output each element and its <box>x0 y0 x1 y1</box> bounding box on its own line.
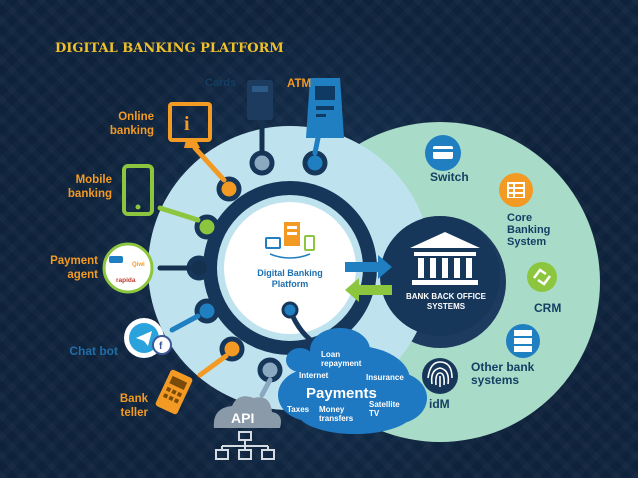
bank-teller-label-1: Bank <box>120 393 149 405</box>
core-banking-label-1: Core <box>507 212 532 224</box>
api-label: API <box>231 410 254 426</box>
cards-icon <box>247 80 273 120</box>
loan-label-2: repayment <box>321 359 362 368</box>
payment-agent-icon: Qiwi rapida <box>102 242 154 294</box>
payments-cloud <box>278 328 427 434</box>
exchange-arrows-icon <box>345 255 392 302</box>
slide-title: DIGITAL BANKING PLATFORM <box>55 41 284 56</box>
online-banking-label-1: Online <box>118 111 154 123</box>
crm-icon <box>527 262 557 292</box>
bank-teller-label-2: teller <box>121 407 149 419</box>
agent-logo-rapida: rapida <box>116 277 136 284</box>
knob-cards <box>249 150 275 176</box>
bank-teller-icon <box>155 369 193 415</box>
mobile-banking-label-2: banking <box>68 188 112 200</box>
internet-label: Internet <box>299 371 329 380</box>
switch-label: Switch <box>430 170 469 184</box>
platform-center <box>224 202 356 334</box>
chat-bot-label: Chat bot <box>69 344 118 358</box>
crm-label: CRM <box>534 301 561 315</box>
mobile-banking-label-1: Mobile <box>76 174 112 186</box>
money-transfers-label-1: Money <box>319 405 345 414</box>
svg-text:f: f <box>159 341 163 352</box>
svg-text:i: i <box>184 113 190 135</box>
satellite-tv-label-1: Satellite <box>369 400 400 409</box>
online-banking-label-2: banking <box>110 125 154 137</box>
fingerprint-icon <box>422 358 458 394</box>
back-office-label-2: SYSTEMS <box>427 302 466 311</box>
back-office-label-1: BANK BACK OFFICE <box>406 292 487 301</box>
payment-agent-label-2: agent <box>67 269 98 281</box>
other-systems-label-2: systems <box>471 373 519 387</box>
switch-icon <box>425 135 461 171</box>
loan-label-1: Loan <box>321 350 340 359</box>
money-transfers-label-2: transfers <box>319 414 354 423</box>
payment-agent-label-1: Payment <box>50 255 98 267</box>
idm-label: idM <box>429 397 450 411</box>
agent-logo-qiwi: Qiwi <box>132 262 145 268</box>
insurance-label: Insurance <box>366 373 404 382</box>
back-office-disc <box>380 216 500 336</box>
cards-label: Cards <box>205 77 236 89</box>
api-icon: API <box>213 396 281 460</box>
server-icon <box>506 324 540 358</box>
knob-api <box>257 357 283 383</box>
other-systems-label-1: Other bank <box>471 360 535 374</box>
platform-label-1: Digital Banking <box>257 268 323 278</box>
payments-knob <box>281 301 299 319</box>
online-banking-icon: i <box>168 102 212 148</box>
chat-bot-icon: f <box>124 318 172 358</box>
digital-platform-icon <box>265 222 315 259</box>
atm-label: ATM <box>287 78 311 90</box>
atm-icon <box>306 78 344 138</box>
platform-label-2: Platform <box>272 279 309 289</box>
taxes-label: Taxes <box>287 405 310 414</box>
payments-title: Payments <box>306 385 377 402</box>
satellite-tv-label-2: TV <box>369 409 380 418</box>
knob-mobile <box>194 214 220 240</box>
core-banking-label-2: Banking <box>507 224 550 236</box>
knob-chat-bot <box>194 298 220 324</box>
knob-online <box>216 176 242 202</box>
core-banking-icon <box>499 173 533 207</box>
core-banking-label-3: System <box>507 236 546 248</box>
mobile-banking-icon <box>122 164 154 216</box>
knob-payment-agent <box>186 255 212 281</box>
knob-atm <box>302 150 328 176</box>
bank-building-icon <box>410 232 480 285</box>
